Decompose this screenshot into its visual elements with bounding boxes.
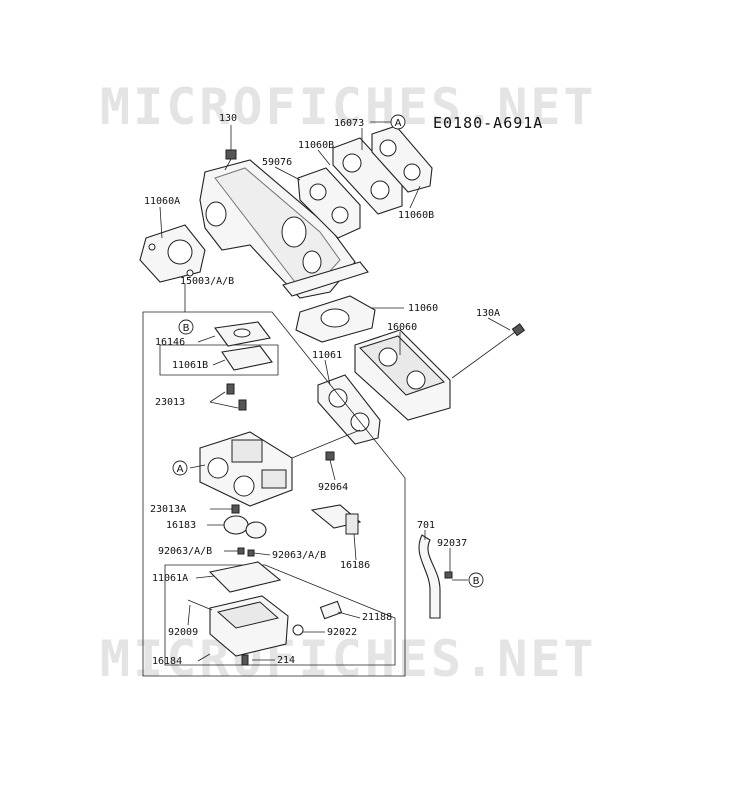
label-11060b-top: 11060B bbox=[298, 140, 334, 151]
label-130a: 130A bbox=[476, 308, 500, 319]
label-21188: 21188 bbox=[362, 612, 392, 623]
hose-701[interactable] bbox=[418, 534, 441, 619]
leader-lines bbox=[159, 121, 511, 662]
gasket-11061a[interactable] bbox=[208, 561, 282, 593]
gasket-11061b[interactable] bbox=[221, 345, 273, 371]
marker-b-hose: B bbox=[468, 572, 484, 588]
gasket-11060[interactable] bbox=[295, 295, 376, 343]
label-16184: 16184 bbox=[152, 656, 182, 667]
marker-b-cover: B bbox=[178, 319, 194, 335]
label-16060: 16060 bbox=[387, 322, 417, 333]
cover-16146[interactable] bbox=[214, 321, 271, 347]
svg-text:A: A bbox=[395, 118, 402, 129]
marker-a-body: A bbox=[172, 460, 188, 476]
label-11060b-right: 11060B bbox=[398, 210, 434, 221]
assembly-box-15003 bbox=[142, 311, 406, 677]
solenoid-16186[interactable] bbox=[310, 504, 362, 535]
float-bowl[interactable] bbox=[209, 595, 289, 657]
plate-16073[interactable] bbox=[332, 137, 403, 215]
jet-23013[interactable] bbox=[226, 383, 247, 411]
label-11060a: 11060A bbox=[144, 196, 180, 207]
label-92009: 92009 bbox=[168, 627, 198, 638]
label-11060: 11060 bbox=[408, 303, 438, 314]
carburetor-body[interactable] bbox=[199, 431, 293, 507]
gasket-59076[interactable] bbox=[297, 167, 361, 239]
assembly-box-cover bbox=[159, 344, 279, 376]
svg-text:B: B bbox=[473, 576, 480, 587]
gasket-11061[interactable] bbox=[317, 374, 381, 445]
label-15003: 15003/A/B bbox=[180, 276, 234, 287]
label-701: 701 bbox=[417, 520, 435, 531]
watermark-bottom: MICROFICHES.NET bbox=[100, 630, 597, 688]
label-23013a: 23013A bbox=[150, 504, 186, 515]
svg-text:B: B bbox=[183, 323, 190, 334]
label-92063-right: 92063/A/B bbox=[272, 550, 326, 561]
solenoid-21188[interactable] bbox=[319, 600, 343, 620]
watermark-top: MICROFICHES.NET bbox=[100, 78, 597, 136]
marker-a-top: A bbox=[390, 114, 406, 130]
float-16183[interactable] bbox=[223, 515, 267, 539]
gasket-11060b[interactable] bbox=[371, 125, 433, 193]
label-16146: 16146 bbox=[155, 337, 185, 348]
washer-92022[interactable] bbox=[292, 624, 304, 636]
label-92064: 92064 bbox=[318, 482, 348, 493]
label-11061b: 11061B bbox=[172, 360, 208, 371]
screw-92063-left[interactable] bbox=[237, 547, 245, 555]
label-92037: 92037 bbox=[437, 538, 467, 549]
label-59076: 59076 bbox=[262, 157, 292, 168]
screw-92063-right[interactable] bbox=[247, 549, 255, 557]
label-16183: 16183 bbox=[166, 520, 196, 531]
label-11061a: 11061A bbox=[152, 573, 188, 584]
label-92022: 92022 bbox=[327, 627, 357, 638]
label-11061: 11061 bbox=[312, 350, 342, 361]
bolt-130a[interactable] bbox=[451, 323, 526, 379]
diagram-code: E0180-A691A bbox=[433, 114, 543, 132]
jet-23013a[interactable] bbox=[231, 504, 240, 514]
screw-92064[interactable] bbox=[325, 451, 335, 461]
intake-manifold[interactable] bbox=[199, 159, 369, 299]
svg-text:A: A bbox=[177, 464, 184, 475]
screw-92009[interactable] bbox=[187, 599, 213, 611]
label-92063-left: 92063/A/B bbox=[158, 546, 212, 557]
label-214: 214 bbox=[277, 655, 295, 666]
label-23013: 23013 bbox=[155, 397, 185, 408]
gasket-11060a[interactable] bbox=[139, 224, 206, 283]
label-16073: 16073 bbox=[334, 118, 364, 129]
screw-214[interactable] bbox=[241, 654, 249, 666]
clip-92037[interactable] bbox=[444, 571, 453, 579]
label-16186: 16186 bbox=[340, 560, 370, 571]
label-130: 130 bbox=[219, 113, 237, 124]
throttle-spacer-16060[interactable] bbox=[354, 329, 451, 421]
